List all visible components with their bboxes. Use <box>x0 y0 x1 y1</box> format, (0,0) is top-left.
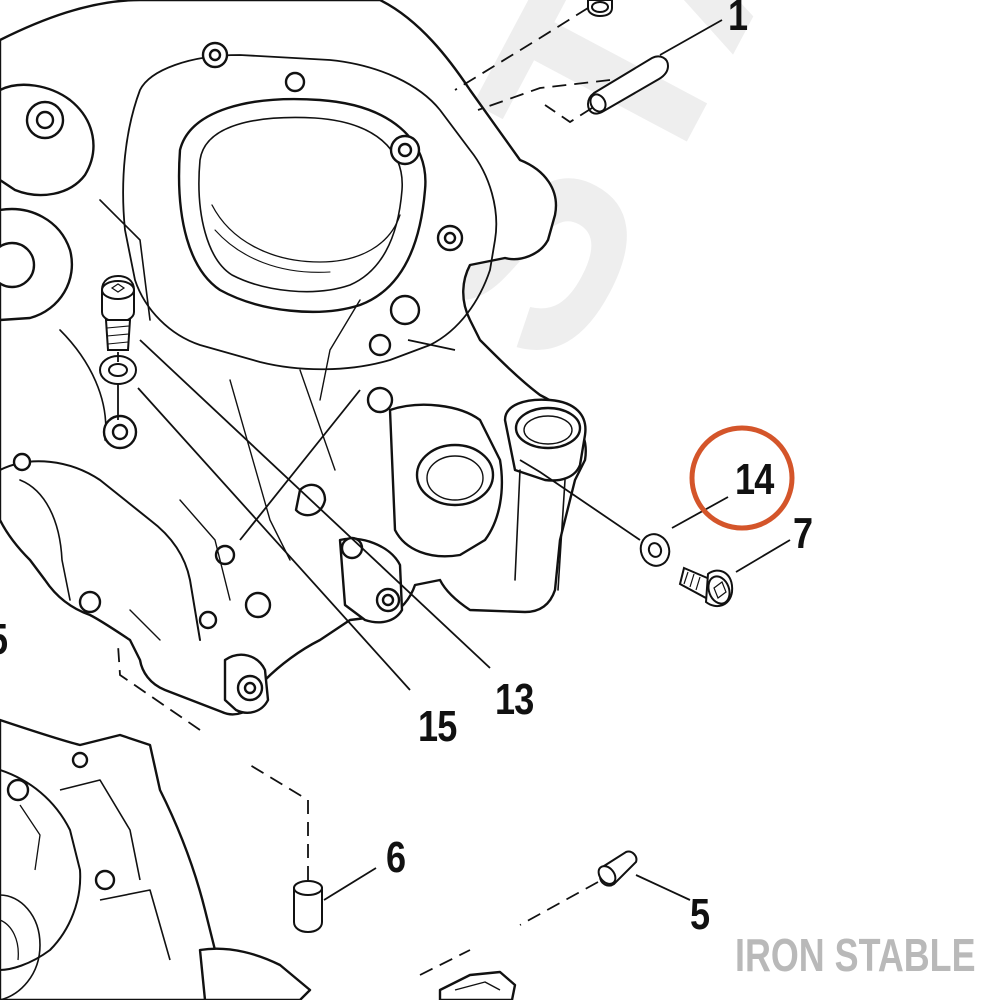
washer-part-14 <box>639 533 671 567</box>
callout-7: 7 <box>793 509 813 558</box>
callout-14: 14 <box>735 455 774 504</box>
washer-part-15 <box>99 355 137 385</box>
callout-6: 6 <box>386 833 406 882</box>
callout-13: 13 <box>495 675 534 724</box>
dowel-part-5 <box>597 850 638 887</box>
dowel-part-6 <box>293 880 323 934</box>
highlight-circle-part-14 <box>689 425 795 531</box>
watermark-label: IRON STABLE <box>735 929 976 981</box>
dowel-pin-top <box>587 0 613 18</box>
dowel-pin-part-1 <box>586 55 670 115</box>
bolt-part-13 <box>101 274 135 351</box>
callout-1: 1 <box>728 0 748 40</box>
bolt-part-7 <box>678 566 734 608</box>
crankcase-main <box>0 0 587 716</box>
leader-lines <box>117 7 791 976</box>
callout-5: 5 <box>690 890 710 939</box>
callout-5-left: 5 <box>0 618 8 662</box>
callout-15: 15 <box>418 702 457 751</box>
crankcase-lower <box>0 718 517 1000</box>
